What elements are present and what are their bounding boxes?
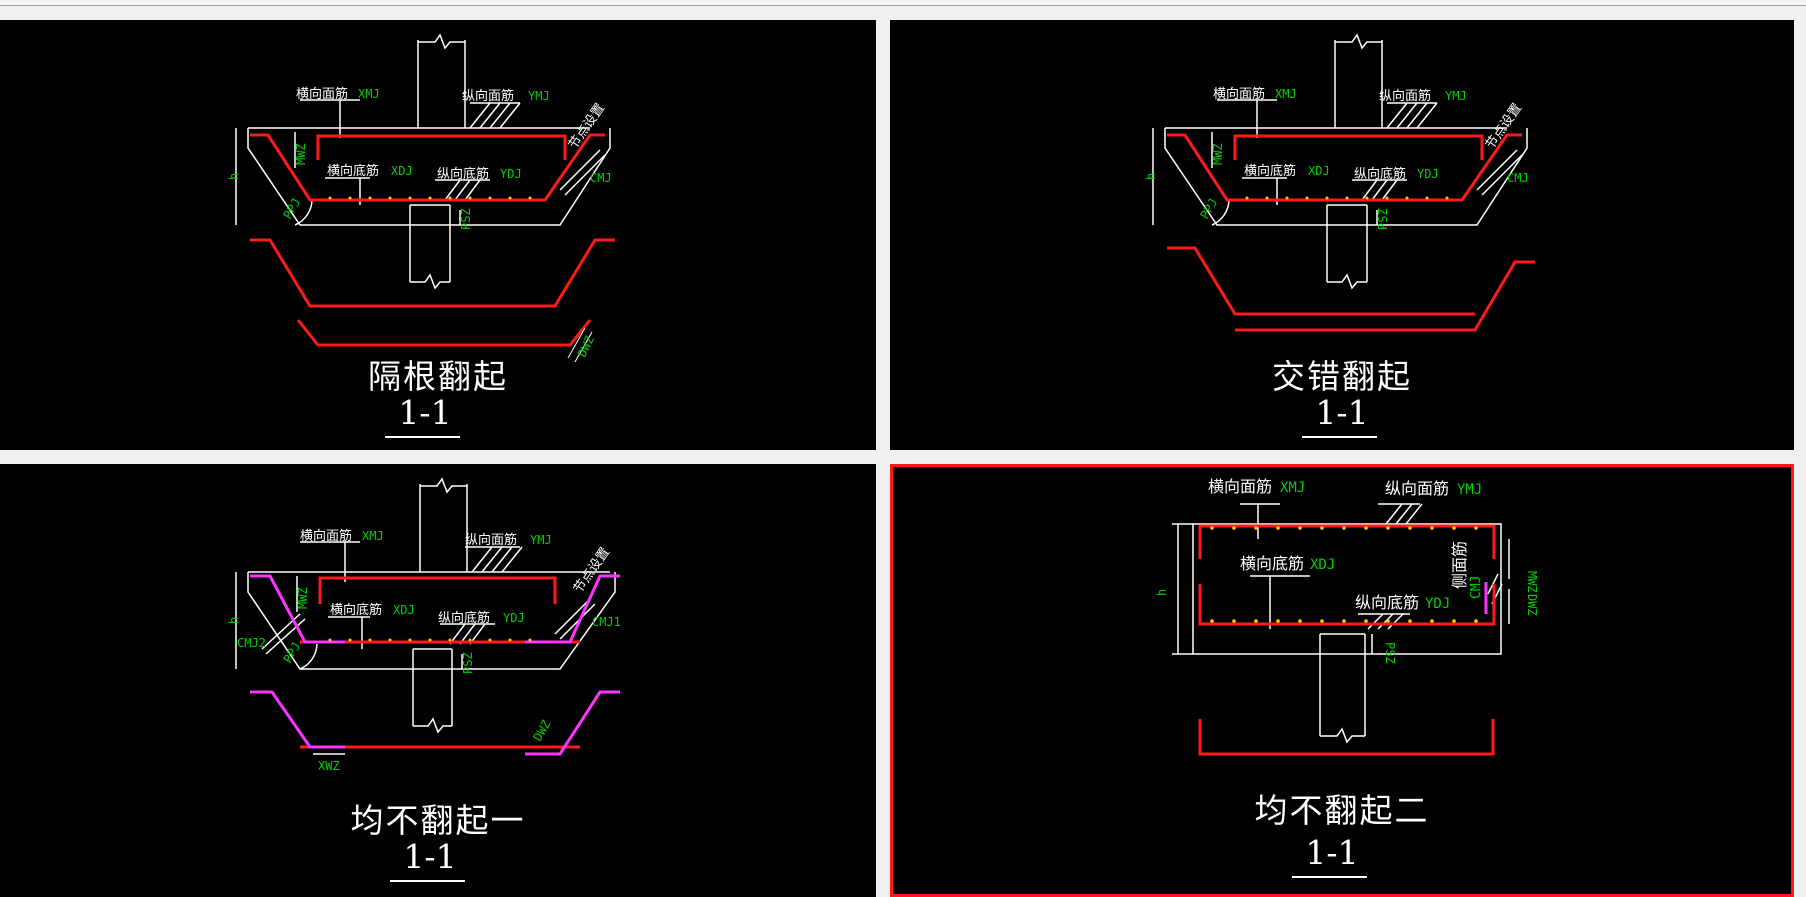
section-label: 1-1 bbox=[403, 837, 457, 876]
code-psz: PSZ bbox=[461, 652, 475, 674]
label-top-long: 纵向面筋 bbox=[462, 88, 514, 104]
option-title: 均不翻起二 bbox=[1254, 791, 1430, 830]
label-bot-long: 纵向底筋 bbox=[437, 166, 489, 182]
label-top-long: 纵向面筋 bbox=[465, 532, 517, 548]
label-top-trans: 横向面筋 bbox=[300, 528, 352, 544]
drawing-junbu-2: 横向面筋 XMJ 纵向面筋 YMJ 横向底筋 XDJ 纵向底筋 YDJ 侧面筋 … bbox=[1155, 477, 1539, 756]
code-xwz: XWZ bbox=[318, 759, 340, 773]
code-dwz: DWZ bbox=[1525, 594, 1539, 616]
code-side: CMJ bbox=[1507, 171, 1529, 185]
code-bot-trans: XDJ bbox=[1310, 557, 1335, 573]
code-top-trans: XMJ bbox=[1275, 87, 1297, 101]
option-title: 隔根翻起 bbox=[368, 357, 508, 396]
option-jiaocuo-fanqi[interactable]: 横向面筋 XMJ 纵向面筋 YMJ 横向底筋 XDJ 纵向底筋 YDJ 节点设置… bbox=[890, 20, 1794, 450]
drawing-gegen: 横向面筋 XMJ 纵向面筋 YMJ 横向底筋 XDJ 纵向底筋 YDJ 节点设置… bbox=[227, 33, 615, 363]
code-bot-long: YDJ bbox=[500, 167, 522, 181]
label-side-face: 侧面筋 bbox=[1450, 541, 1469, 589]
drawing-jiaocuo: 横向面筋 XMJ 纵向面筋 YMJ 横向底筋 XDJ 纵向底筋 YDJ 节点设置… bbox=[1144, 33, 1535, 332]
code-mwz: MWZ bbox=[294, 143, 308, 165]
section-underline bbox=[1292, 876, 1367, 878]
code-top-long: YMJ bbox=[1457, 482, 1482, 498]
code-top-long: YMJ bbox=[530, 533, 552, 547]
label-node: 节点设置 bbox=[566, 101, 608, 152]
option-junbu-fanqi-1[interactable]: 横向面筋 XMJ 纵向面筋 YMJ 横向底筋 XDJ 纵向底筋 YDJ 节点设置… bbox=[0, 464, 876, 897]
code-mwz: MWZ bbox=[1525, 571, 1539, 593]
code-bot-long: YDJ bbox=[503, 611, 525, 625]
label-top-trans: 横向面筋 bbox=[1208, 477, 1272, 496]
code-bot-long: YDJ bbox=[1417, 167, 1439, 181]
label-bot-trans: 横向底筋 bbox=[1240, 554, 1304, 573]
code-psz: PSZ bbox=[459, 208, 473, 230]
code-psz: PSZ bbox=[1383, 642, 1397, 664]
code-bot-trans: XDJ bbox=[393, 603, 415, 617]
drawing-junbu-1: 横向面筋 XMJ 纵向面筋 YMJ 横向底筋 XDJ 纵向底筋 YDJ 节点设置… bbox=[227, 477, 621, 773]
code-h: h bbox=[227, 173, 241, 180]
section-underline bbox=[390, 880, 465, 882]
option-title: 交错翻起 bbox=[1272, 357, 1412, 396]
label-node: 节点设置 bbox=[571, 545, 613, 596]
code-h: h bbox=[1155, 589, 1169, 596]
code-top-trans: XMJ bbox=[358, 87, 380, 101]
code-top-long: YMJ bbox=[528, 89, 550, 103]
option-junbu-fanqi-2[interactable]: 横向面筋 XMJ 纵向面筋 YMJ 横向底筋 XDJ 纵向底筋 YDJ 侧面筋 … bbox=[890, 464, 1794, 897]
label-top-long: 纵向面筋 bbox=[1385, 479, 1449, 498]
code-bot-long: YDJ bbox=[1425, 596, 1450, 612]
label-top-trans: 横向面筋 bbox=[1213, 86, 1265, 102]
label-bot-trans: 横向底筋 bbox=[1244, 163, 1296, 179]
section-label: 1-1 bbox=[398, 393, 452, 432]
label-bot-long: 纵向底筋 bbox=[438, 610, 490, 626]
code-dwz: DWZ bbox=[530, 718, 553, 744]
code-top-trans: XMJ bbox=[1280, 480, 1305, 496]
section-label: 1-1 bbox=[1305, 833, 1359, 872]
label-top-long: 纵向面筋 bbox=[1379, 88, 1431, 104]
code-bot-trans: XDJ bbox=[391, 164, 413, 178]
section-underline bbox=[385, 436, 460, 438]
option-title: 均不翻起一 bbox=[350, 801, 526, 840]
label-top-trans: 横向面筋 bbox=[296, 86, 348, 102]
code-side2: CMJ2 bbox=[237, 636, 266, 650]
code-h: h bbox=[227, 617, 241, 624]
code-h: h bbox=[1144, 173, 1158, 180]
code-side1: CMJ1 bbox=[592, 615, 621, 629]
label-bot-long: 纵向底筋 bbox=[1354, 166, 1406, 182]
label-bot-trans: 横向底筋 bbox=[327, 163, 379, 179]
code-ppj: PPJ bbox=[280, 196, 303, 222]
code-psz: PSZ bbox=[1376, 208, 1390, 230]
code-top-long: YMJ bbox=[1445, 89, 1467, 103]
label-bot-trans: 横向底筋 bbox=[330, 602, 382, 618]
code-bot-trans: XDJ bbox=[1308, 164, 1330, 178]
code-ppj: PPJ bbox=[280, 640, 303, 666]
option-gegen-fanqi[interactable]: 横向面筋 XMJ 纵向面筋 YMJ 横向底筋 XDJ 纵向底筋 YDJ 节点设置… bbox=[0, 20, 876, 450]
code-side: CMJ bbox=[590, 171, 612, 185]
section-label: 1-1 bbox=[1315, 393, 1369, 432]
code-mwz: MWZ bbox=[296, 587, 310, 609]
code-top-trans: XMJ bbox=[362, 529, 384, 543]
window-top-border bbox=[0, 0, 1806, 6]
label-node: 节点设置 bbox=[1483, 101, 1525, 152]
code-mwz: MWZ bbox=[1211, 143, 1225, 165]
code-ppj: PPJ bbox=[1197, 196, 1220, 222]
code-side: CMJ bbox=[1469, 576, 1484, 599]
label-bot-long: 纵向底筋 bbox=[1355, 593, 1419, 612]
section-underline bbox=[1302, 436, 1377, 438]
